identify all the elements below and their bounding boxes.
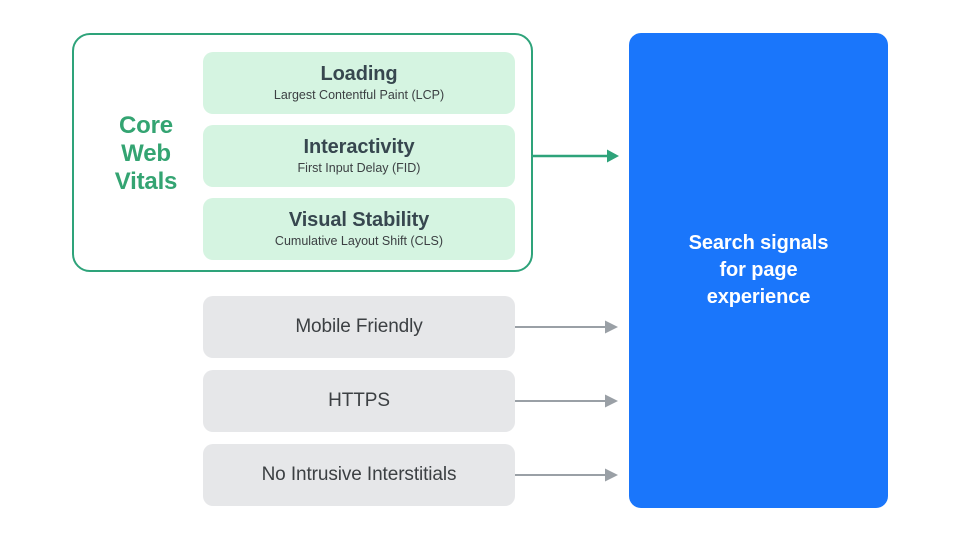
mobile-friendly-arrow [515,317,623,337]
signal-card-https[interactable]: HTTPS [203,370,515,432]
metric-subtitle: Cumulative Layout Shift (CLS) [274,234,444,248]
signal-card-label: No Intrusive Interstitials [261,464,457,485]
metric-card-interactivity[interactable]: Interactivity First Input Delay (FID) [203,125,515,187]
core-web-vitals-group-label-line2: Web [121,140,171,167]
metric-title: Loading [320,63,398,85]
core-web-vitals-group-label-line3: Vitals [114,168,178,195]
search-signals-box[interactable]: Search signals for page experience [629,33,888,508]
https-arrow [515,391,623,411]
signal-card-no-intrusive-interstitials[interactable]: No Intrusive Interstitials [203,444,515,506]
core-web-vitals-group-label: Core [119,112,173,139]
signal-card-label: HTTPS [328,390,390,411]
core-web-vitals-arrow [533,146,623,166]
metric-title: Visual Stability [288,209,430,231]
no-intrusive-interstitials-arrow [515,465,623,485]
signal-card-mobile-friendly[interactable]: Mobile Friendly [203,296,515,358]
metric-subtitle: First Input Delay (FID) [297,161,421,175]
metric-card-visual-stability[interactable]: Visual Stability Cumulative Layout Shift… [203,198,515,260]
metric-subtitle: Largest Contentful Paint (LCP) [273,88,445,102]
signal-card-label: Mobile Friendly [295,316,423,337]
metric-card-loading[interactable]: Loading Largest Contentful Paint (LCP) [203,52,515,114]
search-signals-label: Search signals for page experience [688,232,829,308]
metric-title: Interactivity [303,136,415,158]
core-web-vitals-group [72,33,533,272]
